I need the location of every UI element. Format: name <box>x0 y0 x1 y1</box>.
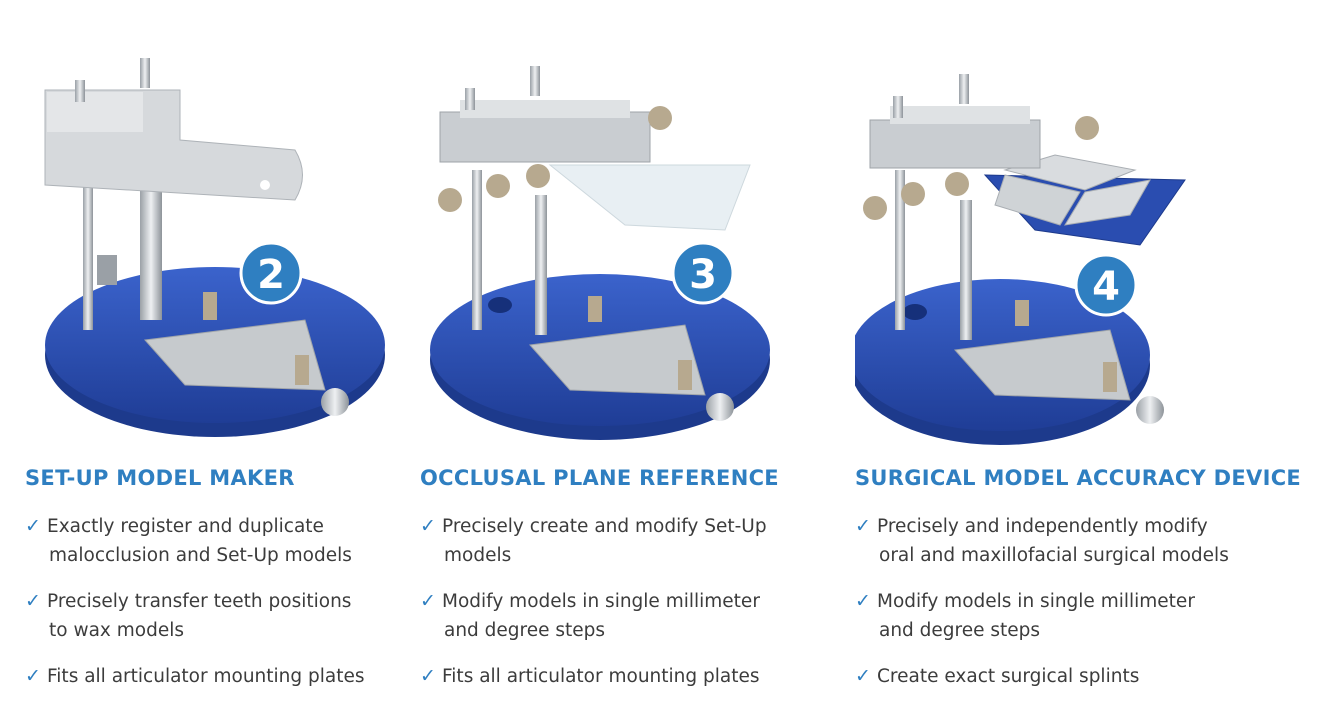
feature-item: ✓ Exactly register and duplicate malocclu… <box>25 512 455 570</box>
feature-item: ✓ Precisely and independently modify oral… <box>855 512 1285 570</box>
check-icon: ✓ <box>855 515 871 537</box>
feature-text: Create exact surgical splints <box>877 666 1140 687</box>
feature-text: Precisely transfer teeth positions <box>47 591 352 612</box>
setup-model-maker-image: 2 <box>25 0 465 460</box>
feature-text-cont: and degree steps <box>879 620 1041 641</box>
feature-text: Fits all articulator mounting plates <box>47 666 365 687</box>
feature-text: Fits all articulator mounting plates <box>442 666 760 687</box>
feature-item: ✓ Fits all articulator mounting plates <box>420 662 850 691</box>
feature-item: ✓ Modify models in single millimeter and … <box>420 587 850 645</box>
feature-list: ✓ Exactly register and duplicate malocclu… <box>25 512 455 708</box>
feature-text: Precisely create and modify Set-Up <box>442 516 767 537</box>
feature-text-cont: oral and maxillofacial surgical models <box>879 545 1229 566</box>
feature-text: Precisely and independently modify <box>877 516 1208 537</box>
check-icon: ✓ <box>420 515 436 537</box>
product-title: OCCLUSAL PLANE REFERENCE <box>420 466 779 490</box>
check-icon: ✓ <box>420 590 436 612</box>
product-occlusal-plane-reference: 3 OCCLUSAL PLANE REFERENCE ✓ Precisely cr… <box>420 0 860 706</box>
feature-text-cont: models <box>444 545 512 566</box>
check-icon: ✓ <box>855 590 871 612</box>
feature-text: Modify models in single millimeter <box>442 591 760 612</box>
feature-item: ✓ Fits all articulator mounting plates <box>25 662 455 691</box>
feature-text: Exactly register and duplicate <box>47 516 324 537</box>
feature-list: ✓ Precisely create and modify Set-Up mode… <box>420 512 850 708</box>
feature-item: ✓ Precisely transfer teeth positions to w… <box>25 587 455 645</box>
product-title: SET-UP MODEL MAKER <box>25 466 295 490</box>
check-icon: ✓ <box>25 515 41 537</box>
product-title: SURGICAL MODEL ACCURACY DEVICE <box>855 466 1302 490</box>
check-icon: ✓ <box>855 665 871 687</box>
check-icon: ✓ <box>25 665 41 687</box>
badge-3: 3 <box>689 252 717 298</box>
feature-text-cont: and degree steps <box>444 620 606 641</box>
feature-text-cont: to wax models <box>49 620 184 641</box>
check-icon: ✓ <box>420 665 436 687</box>
check-icon: ✓ <box>25 590 41 612</box>
feature-item: ✓ Precisely create and modify Set-Up mode… <box>420 512 850 570</box>
feature-text: Modify models in single millimeter <box>877 591 1195 612</box>
occlusal-plane-reference-image: 3 <box>420 0 860 460</box>
feature-item: ✓ Modify models in single millimeter and … <box>855 587 1285 645</box>
product-surgical-model-accuracy-device: 4 SURGICAL MODEL ACCURACY DEVICE ✓ Precis… <box>855 0 1301 708</box>
product-setup-model-maker: 2 SET-UP MODEL MAKER ✓ Exactly register a… <box>25 0 465 706</box>
badge-2: 2 <box>257 252 285 298</box>
feature-text-cont: malocclusion and Set-Up models <box>49 545 352 566</box>
feature-item: ✓ Create exact surgical splints <box>855 662 1285 691</box>
feature-list: ✓ Precisely and independently modify oral… <box>855 512 1285 708</box>
badge-4: 4 <box>1092 264 1120 310</box>
surgical-model-accuracy-device-image: 4 <box>855 0 1295 460</box>
